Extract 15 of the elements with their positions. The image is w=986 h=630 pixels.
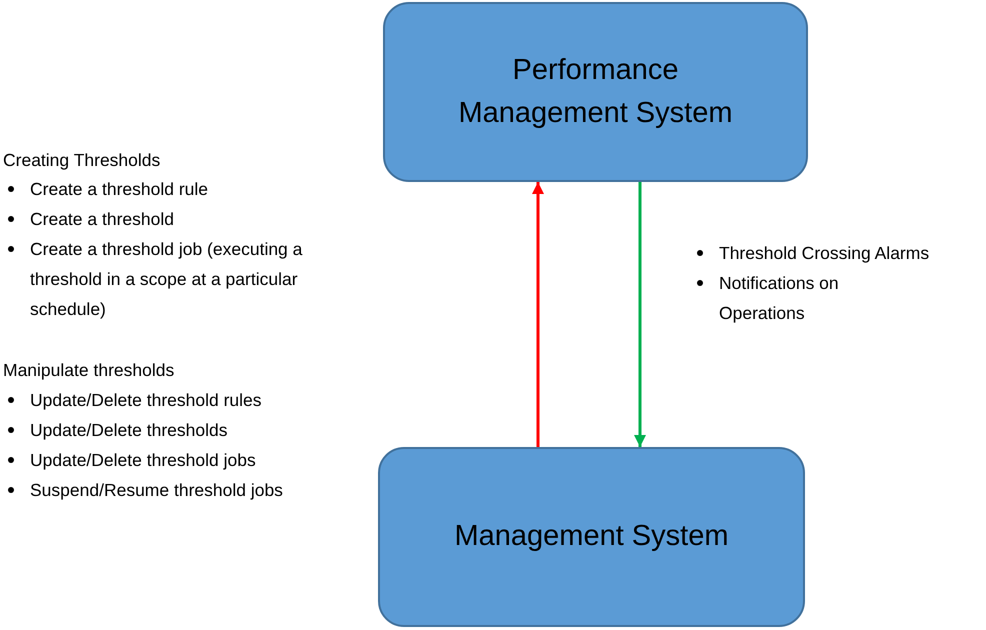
bullet-item: Threshold Crossing Alarms bbox=[719, 242, 930, 265]
arrow bbox=[532, 182, 544, 447]
bullet-item: Create a threshold rule bbox=[30, 178, 210, 201]
system-box: Management System bbox=[378, 447, 805, 627]
bullet-item: Suspend/Resume threshold jobs bbox=[30, 479, 284, 502]
bullet-item: Notifications on Operations bbox=[719, 272, 840, 325]
bullet-item: Update/Delete threshold rules bbox=[30, 389, 263, 412]
bullet-item: Update/Delete threshold jobs bbox=[30, 449, 257, 472]
section-heading: Creating Thresholds bbox=[3, 149, 162, 172]
bullet-item: Create a threshold bbox=[30, 208, 175, 231]
bullet-item: Update/Delete thresholds bbox=[30, 419, 228, 442]
bullet-item: Create a threshold job (executing a threshold in a scope at a particular schedule) bbox=[30, 238, 304, 321]
system-box: Performance Management System bbox=[383, 2, 808, 182]
arrow bbox=[634, 182, 646, 447]
section-heading: Manipulate thresholds bbox=[3, 359, 176, 382]
